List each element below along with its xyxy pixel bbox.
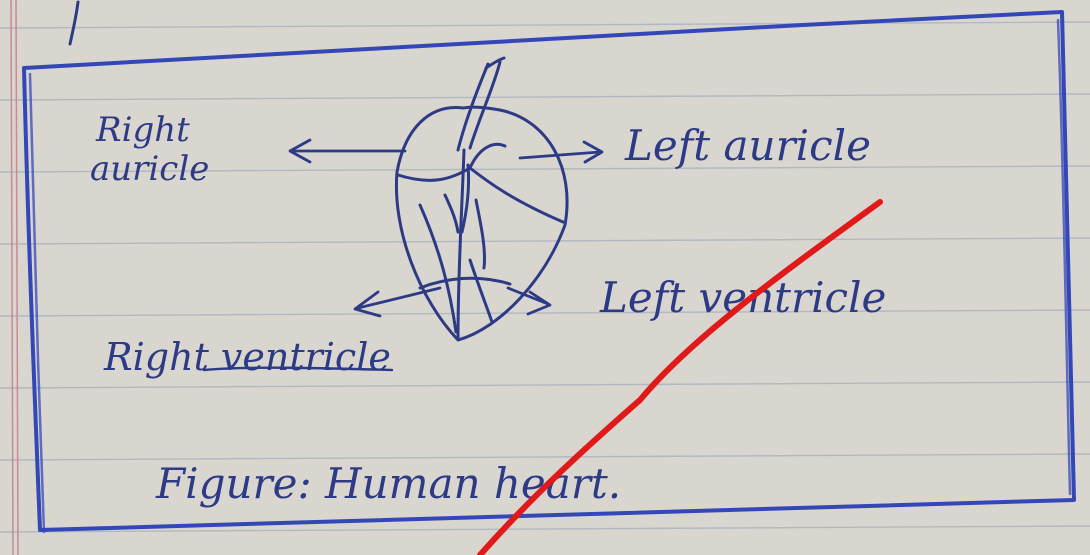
right-ventricle-label: Right ventricle [103,335,391,379]
right-auricle-label-line2: auricle [90,149,209,189]
left-ventricle-label: Left ventricle [599,273,886,322]
left-auricle-label: Left auricle [624,121,871,170]
right-auricle-label-line1: Right [95,110,190,150]
